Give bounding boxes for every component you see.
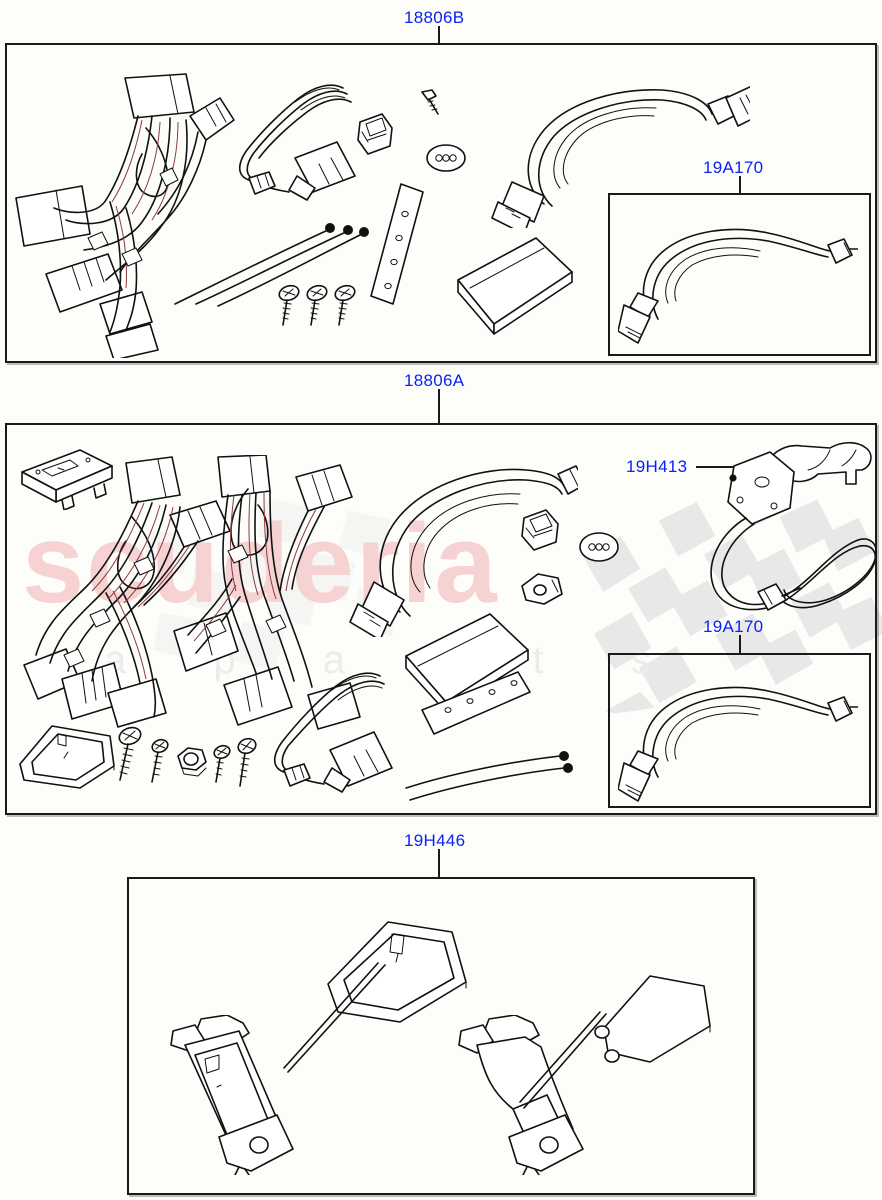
- leader-line-19A170-bottom: [739, 635, 741, 653]
- phone-cradle-plate-18806A: [14, 718, 124, 794]
- mounting-plate-18806B: [365, 180, 450, 310]
- leader-line-18806B: [438, 26, 440, 43]
- mounting-bracket-18806A: [18, 448, 116, 510]
- callout-label-19A170-top: 19A170: [703, 158, 764, 177]
- leader-line-19H413: [696, 466, 736, 468]
- callout-label-19H446: 19H446: [404, 831, 466, 850]
- usb-cable-18806B: [490, 78, 750, 228]
- cradle-adapter-plate-left: [318, 912, 478, 1032]
- antenna-cable-module-18806A: [268, 668, 398, 803]
- section-box-18806B: [5, 43, 877, 363]
- dock-connector-cable-top: [618, 205, 858, 350]
- wiring-harness-18806B: [10, 68, 350, 358]
- inner-box-19A170-top: [608, 193, 871, 356]
- cradle-adapter-plate-right: [588, 970, 718, 1075]
- cable-ties-18806A: [400, 744, 580, 804]
- phone-cradle-assembly-right: [455, 1015, 595, 1175]
- control-module-18806B: [448, 232, 578, 337]
- clip-bracket-18806A: [516, 506, 564, 554]
- callout-label-18806B: 18806B: [404, 8, 465, 27]
- leader-line-cradle-right: [519, 1011, 607, 1109]
- leader-line-cradle-left: [283, 962, 386, 1073]
- bolts-and-nuts-18806A: [112, 718, 262, 800]
- leader-line-19H446: [438, 849, 440, 877]
- leader-line-18806A: [438, 389, 440, 423]
- dock-connector-cable-bottom: [618, 665, 858, 805]
- section-box-19H446: [127, 877, 755, 1195]
- antenna-cable-module-18806B: [235, 80, 360, 210]
- clip-bracket-18806B: [352, 110, 397, 158]
- cable-ties-18806B: [170, 212, 370, 312]
- retainer-clip-18806A: [518, 570, 566, 610]
- bluetooth-microphone-module-19H413: [690, 440, 880, 615]
- phone-cradle-assembly-left: [165, 1015, 305, 1175]
- callout-label-19A170-bottom: 19A170: [703, 617, 764, 636]
- mounting-plate-18806A: [418, 668, 534, 758]
- screws-18806B: [277, 283, 369, 331]
- leader-line-19A170-top: [739, 176, 741, 193]
- grommet-18806B: [425, 142, 467, 174]
- wiring-harness-left-18806A: [20, 455, 280, 730]
- callout-label-18806A: 18806A: [404, 371, 465, 390]
- callout-label-19H413: 19H413: [626, 457, 688, 476]
- screw-top-18806B: [418, 88, 444, 118]
